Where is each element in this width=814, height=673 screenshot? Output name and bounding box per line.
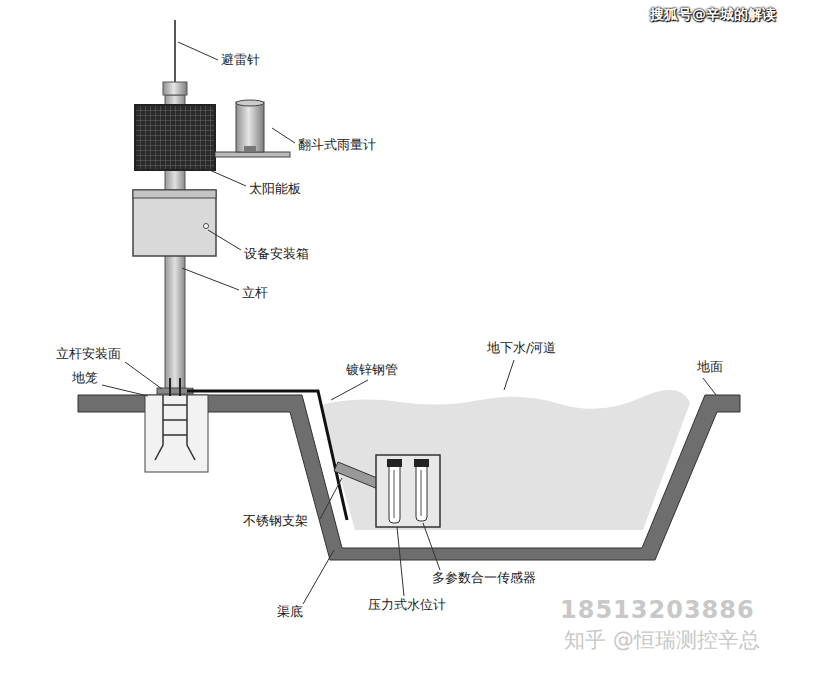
part-label: 地笼 <box>72 370 98 386</box>
part-label: 立杆安装面 <box>56 346 121 362</box>
watermark: 搜狐号@辛城的解读 <box>650 6 776 23</box>
part-label: 地下水/河道 <box>487 340 556 356</box>
part-label: 压力式水位计 <box>368 597 446 613</box>
part-label: 地面 <box>697 359 723 375</box>
part-label: 不锈钢支架 <box>243 513 308 529</box>
part-label: 多参数合一传感器 <box>432 570 536 586</box>
part-label: 设备安装箱 <box>244 246 309 262</box>
part-label: 避雷针 <box>221 52 260 68</box>
part-label: 立杆 <box>242 285 268 301</box>
part-label: 渠底 <box>277 604 303 620</box>
part-label: 镀锌钢管 <box>346 362 398 378</box>
watermark: 18513203886 <box>560 596 755 625</box>
part-label: 翻斗式雨量计 <box>298 137 376 153</box>
watermark: 知乎 @恒瑞测控辛总 <box>564 628 760 653</box>
part-label: 太阳能板 <box>249 181 301 197</box>
